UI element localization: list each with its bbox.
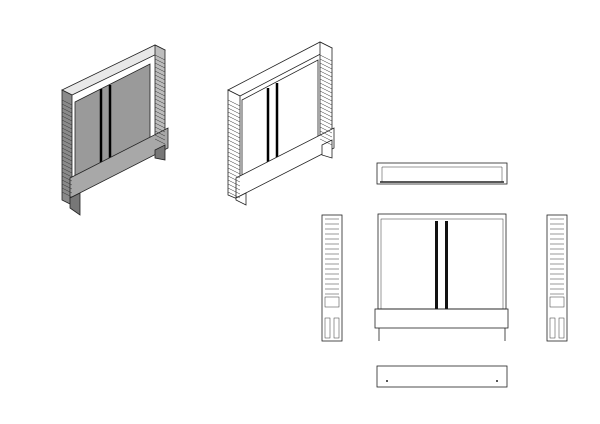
- slat-line: [61, 163, 73, 170]
- slat-line: [227, 175, 241, 183]
- slat-line: [61, 107, 73, 114]
- slat-line: [154, 74, 166, 81]
- slat-line: [154, 94, 166, 101]
- slat-line: [154, 126, 166, 133]
- slat-line: [227, 139, 241, 147]
- right-side-view: [546, 214, 568, 342]
- slat-line: [227, 151, 241, 159]
- slat-line: [154, 138, 166, 145]
- slat-line: [61, 159, 73, 166]
- slat-line: [319, 54, 333, 62]
- slat-line: [61, 127, 73, 134]
- slat-line: [227, 131, 241, 139]
- slat-line: [61, 143, 73, 150]
- slat-line: [227, 159, 241, 167]
- slat-line: [154, 90, 166, 97]
- isometric-view-shaded: [61, 44, 169, 216]
- slat-line: [319, 66, 333, 74]
- slat-line: [61, 147, 73, 154]
- slat-line: [319, 114, 333, 122]
- slat-line: [61, 155, 73, 162]
- slat-line: [227, 171, 241, 179]
- slat-line: [154, 66, 166, 73]
- slat-line: [319, 130, 333, 138]
- slat-line: [319, 118, 333, 126]
- slat-line: [227, 115, 241, 123]
- slat-line: [61, 135, 73, 142]
- slat-line: [227, 127, 241, 135]
- slat-line: [61, 167, 73, 174]
- slat-line: [61, 139, 73, 146]
- slat-line: [61, 123, 73, 130]
- slat-line: [154, 86, 166, 93]
- slat-line: [154, 134, 166, 141]
- left-side-view: [321, 214, 343, 342]
- slat-line: [319, 98, 333, 106]
- slat-line: [319, 110, 333, 118]
- slat-line: [227, 167, 241, 175]
- slat-line: [154, 62, 166, 69]
- slat-line: [61, 171, 73, 178]
- slat-line: [227, 143, 241, 151]
- slat-line: [154, 130, 166, 137]
- isometric-view-line: [227, 41, 335, 206]
- slat-line: [319, 102, 333, 110]
- slat-line: [319, 122, 333, 130]
- slat-line: [227, 187, 241, 195]
- slat-line: [154, 58, 166, 65]
- slat-line: [227, 123, 241, 131]
- slat-line: [319, 82, 333, 90]
- slat-line: [61, 115, 73, 122]
- slat-line: [154, 122, 166, 129]
- slat-line: [61, 175, 73, 182]
- slat-line: [154, 78, 166, 85]
- slat-line: [154, 118, 166, 125]
- slat-line: [227, 147, 241, 155]
- slat-line: [319, 94, 333, 102]
- slat-line: [154, 102, 166, 109]
- bottom-view: [376, 365, 508, 388]
- slat-line: [154, 70, 166, 77]
- slat-line: [61, 111, 73, 118]
- slat-line: [319, 62, 333, 70]
- slat-line: [61, 131, 73, 138]
- slat-line: [154, 82, 166, 89]
- slat-line: [154, 98, 166, 105]
- slat-line: [227, 111, 241, 119]
- slat-line: [319, 78, 333, 86]
- slat-line: [61, 99, 73, 106]
- slat-line: [154, 54, 166, 61]
- slat-line: [227, 99, 241, 107]
- slat-line: [154, 106, 166, 113]
- slat-line: [319, 74, 333, 82]
- slat-line: [227, 103, 241, 111]
- slat-line: [61, 103, 73, 110]
- slat-line: [227, 183, 241, 191]
- slat-line: [227, 163, 241, 171]
- slat-line: [227, 119, 241, 127]
- slat-line: [227, 179, 241, 187]
- slat-line: [319, 90, 333, 98]
- slat-line: [61, 179, 73, 186]
- slat-line: [319, 86, 333, 94]
- slat-line: [319, 58, 333, 66]
- slat-line: [319, 106, 333, 114]
- slat-line: [319, 138, 333, 146]
- slat-line: [61, 151, 73, 158]
- slat-line: [61, 183, 73, 190]
- slat-line: [319, 134, 333, 142]
- slat-line: [154, 110, 166, 117]
- slat-line: [319, 126, 333, 134]
- top-view: [376, 162, 508, 185]
- slat-line: [154, 114, 166, 121]
- slat-line: [227, 107, 241, 115]
- slat-line: [61, 119, 73, 126]
- front-view: [374, 213, 509, 341]
- slat-line: [227, 135, 241, 143]
- slat-line: [227, 191, 241, 199]
- slat-line: [61, 191, 73, 198]
- slat-line: [319, 70, 333, 78]
- slat-line: [61, 187, 73, 194]
- slat-line: [227, 155, 241, 163]
